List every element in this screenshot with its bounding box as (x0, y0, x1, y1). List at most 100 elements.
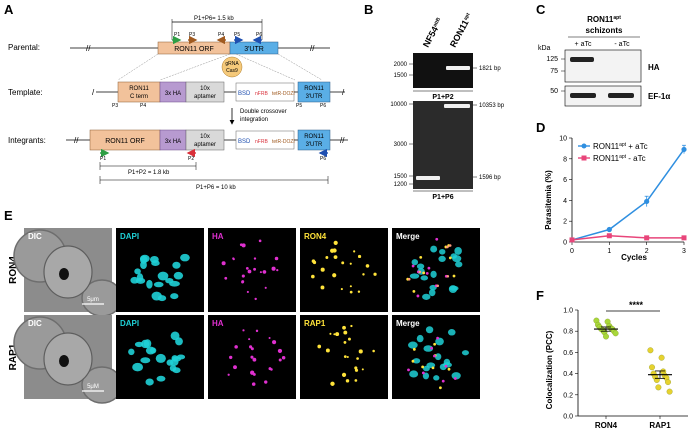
stain-puncta (317, 344, 322, 349)
primer-p3-label: P3 (189, 32, 195, 38)
ron11-cterm-label-1: RON11 (129, 86, 149, 92)
svg-text:P4: P4 (140, 103, 146, 109)
merge-puncta (421, 365, 425, 369)
stain-puncta (253, 257, 257, 260)
merge-overlap-puncta (448, 244, 452, 247)
stain-puncta (357, 254, 362, 259)
primer-p1-label: P1 (174, 32, 180, 38)
svg-text:P3: P3 (112, 103, 118, 109)
merge-puncta (412, 289, 416, 293)
ha-label-template: 3x HA (165, 91, 181, 97)
chart-d-xlabel: Cycles (621, 253, 647, 262)
tetr-label: tetR-DOZI (272, 91, 295, 97)
stain-puncta (248, 338, 251, 341)
kda-label: kDa (538, 45, 551, 52)
bsd-cassette-box-integrant (235, 130, 295, 150)
primer-p6-label: P6 (256, 32, 262, 38)
merge-puncta (416, 294, 420, 298)
chart-d-point (606, 226, 612, 233)
stain-puncta (349, 285, 352, 288)
merge-overlap-puncta (446, 245, 449, 249)
merge-nucleus (442, 362, 452, 368)
stain-puncta (221, 261, 226, 266)
chart-d-ytick-label: 0 (563, 240, 567, 247)
svg-text:P5: P5 (296, 103, 302, 109)
gel1-caption: P1+P2 (432, 94, 453, 101)
ha-label-integrant: 3x HA (165, 139, 181, 145)
double-crossover-label-2: integration (240, 117, 268, 123)
aptamer-label-1: 10x (200, 86, 210, 92)
ron11-utr-label-2: 3'UTR (306, 94, 323, 100)
stain-puncta (242, 329, 245, 332)
svg-text://: // (86, 44, 91, 53)
svg-text:P1: P1 (100, 156, 106, 162)
stain-puncta (233, 365, 237, 370)
stain-puncta (278, 358, 282, 362)
channel-label: HA (212, 319, 224, 328)
chart-d-point (681, 146, 687, 153)
svg-text:tetR-DOZI: tetR-DOZI (272, 139, 295, 145)
merge-puncta (431, 366, 435, 370)
stain-puncta (311, 274, 315, 279)
chart-f-ytick-label: 0.2 (563, 392, 573, 399)
merge-nucleus (416, 263, 425, 270)
blot-ef1a-band-minus (608, 93, 634, 98)
merge-nucleus (461, 350, 469, 356)
chart-f-ytick-label: 1.0 (563, 308, 573, 315)
stain-puncta (241, 243, 246, 248)
merge-nucleus (448, 285, 458, 293)
merge-puncta (441, 379, 445, 383)
panel-letter-f: F (536, 288, 544, 303)
stain-puncta (341, 372, 347, 377)
merge-nucleus (425, 326, 434, 334)
merge-nucleus (412, 358, 421, 364)
chart-f-ylabel: Colocalization (PCC) (545, 330, 554, 409)
merge-puncta (448, 256, 452, 260)
nfrb-label: nFRB (255, 91, 268, 97)
merge-nucleus (409, 370, 419, 378)
merge-puncta (425, 271, 429, 275)
merge-nucleus (428, 289, 436, 297)
chart-d-ytick-label: 8 (563, 156, 567, 163)
dapi-nucleus (145, 378, 154, 386)
legend-marker-plus (581, 143, 587, 149)
merge-puncta (439, 386, 442, 390)
stain-puncta (251, 382, 256, 386)
stain-puncta (354, 368, 359, 372)
gel2-caption: P1+P6 (432, 194, 453, 201)
lane-label-nf54: NF54attB (421, 16, 445, 49)
channel-label: Merge (396, 319, 420, 328)
stain-puncta (332, 248, 337, 253)
ron11-utr-box-integrant (297, 129, 331, 151)
chart-f-significance: **** (629, 300, 644, 310)
stain-puncta (276, 269, 279, 272)
utr-label-parental: 3'UTR (244, 46, 264, 53)
row-label-ron4: RON4 (8, 256, 19, 284)
chart-f-ytick-label: 0.6 (563, 350, 573, 357)
merge-nucleus (430, 270, 437, 278)
stain-puncta (274, 256, 279, 261)
stain-puncta (241, 280, 244, 284)
merge-puncta (436, 336, 440, 340)
blot-ef1a (564, 85, 642, 107)
merge-nucleus (423, 345, 434, 352)
stain-puncta (247, 269, 252, 274)
dapi-nucleus (173, 271, 184, 280)
row-label-integrants: Integrants: (8, 136, 46, 145)
chart-d-xtick-label: 3 (682, 248, 686, 255)
merge-overlap-puncta (407, 277, 411, 281)
dapi-nucleus (172, 261, 181, 269)
western-title: RON11apt (587, 15, 621, 24)
cond-minus-atc: - aTc (614, 41, 630, 48)
stain-puncta (335, 332, 340, 337)
channel-label: Merge (396, 232, 420, 241)
stain-puncta (346, 355, 349, 358)
stain-puncta (350, 324, 353, 328)
stain-puncta (249, 345, 253, 349)
stain-puncta (255, 329, 259, 333)
stain-puncta (224, 276, 228, 280)
merge-nucleus (451, 372, 461, 380)
gel2-tick-10000: 10000 (390, 102, 407, 108)
stain-puncta (272, 340, 277, 345)
legend-marker-minus (581, 155, 587, 161)
